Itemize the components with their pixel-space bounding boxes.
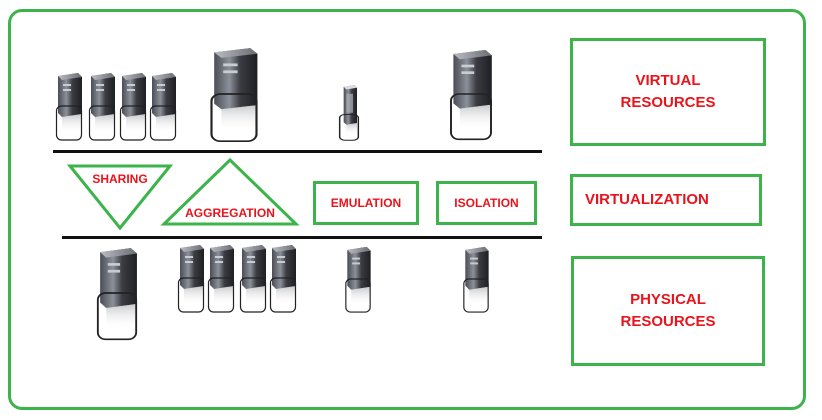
server-icon bbox=[268, 242, 298, 314]
virtual-resources-box: VIRTUAL RESOURCES bbox=[570, 38, 766, 146]
emulation-label: EMULATION bbox=[330, 196, 402, 210]
isolation-label: ISOLATION bbox=[454, 196, 519, 210]
aggregation-label: AGGREGATION bbox=[185, 206, 275, 220]
physical-resources-box: PHYSICAL RESOURCES bbox=[571, 256, 765, 366]
virtual-resources-line1: VIRTUAL bbox=[635, 72, 701, 89]
virtualization-label: VIRTUALIZATION bbox=[585, 191, 709, 208]
server-icon bbox=[94, 244, 140, 342]
server-icon bbox=[461, 244, 491, 314]
server-icon bbox=[176, 242, 206, 314]
diagram-frame bbox=[8, 9, 806, 410]
virtualization-box: VIRTUALIZATION bbox=[570, 174, 762, 226]
sharing-label: SHARING bbox=[92, 172, 148, 186]
virtual-layer-line bbox=[53, 150, 542, 153]
emulation-box: EMULATION bbox=[313, 181, 419, 225]
server-icon bbox=[343, 244, 373, 314]
physical-resources-line1: PHYSICAL bbox=[630, 291, 706, 308]
server-icon bbox=[206, 242, 236, 314]
server-icon bbox=[238, 242, 268, 314]
virtual-resources-line2: RESOURCES bbox=[620, 94, 716, 111]
physical-layer-line bbox=[62, 236, 542, 239]
physical-resources-line2: RESOURCES bbox=[620, 313, 716, 330]
isolation-box: ISOLATION bbox=[436, 181, 537, 225]
